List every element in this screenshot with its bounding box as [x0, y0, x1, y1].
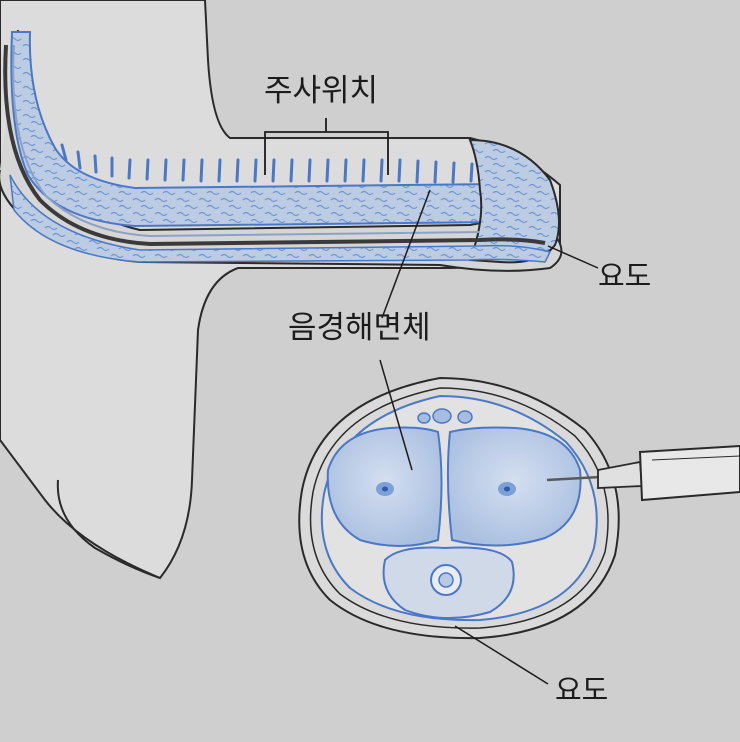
body-silhouette: [0, 0, 561, 580]
cc-leader-lower: [379, 359, 413, 471]
dorsal-artery-right: [457, 410, 473, 424]
urethra-top-leader: [547, 245, 599, 269]
urethra-longitudinal: [3, 44, 546, 247]
urethra-cross: [430, 564, 462, 596]
injection-site-label: 주사위치: [264, 73, 379, 109]
dorsal-artery-left: [417, 412, 431, 424]
urethra-bottom-leader: [454, 625, 549, 685]
syringe: [546, 444, 740, 502]
syringe-barrel: [638, 444, 740, 502]
needle: [546, 475, 601, 482]
corpus-cavernosum-label: 음경해면체: [288, 310, 431, 346]
thigh-contour: [56, 479, 161, 579]
glans: [468, 138, 560, 264]
cavernous-artery-left: [376, 482, 394, 496]
dorsal-vein: [432, 408, 452, 424]
cc-leader-upper: [381, 189, 431, 319]
cavernous-artery-right: [498, 482, 516, 496]
cavernous-vessels: [60, 143, 492, 184]
injection-site-bracket: [264, 118, 389, 175]
corpus-spongiosum-longitudinal: [9, 174, 552, 263]
urethra-label-bottom: 요도: [555, 673, 609, 707]
urethra-label-top: 요도: [598, 259, 652, 293]
cross-section: [298, 376, 620, 640]
